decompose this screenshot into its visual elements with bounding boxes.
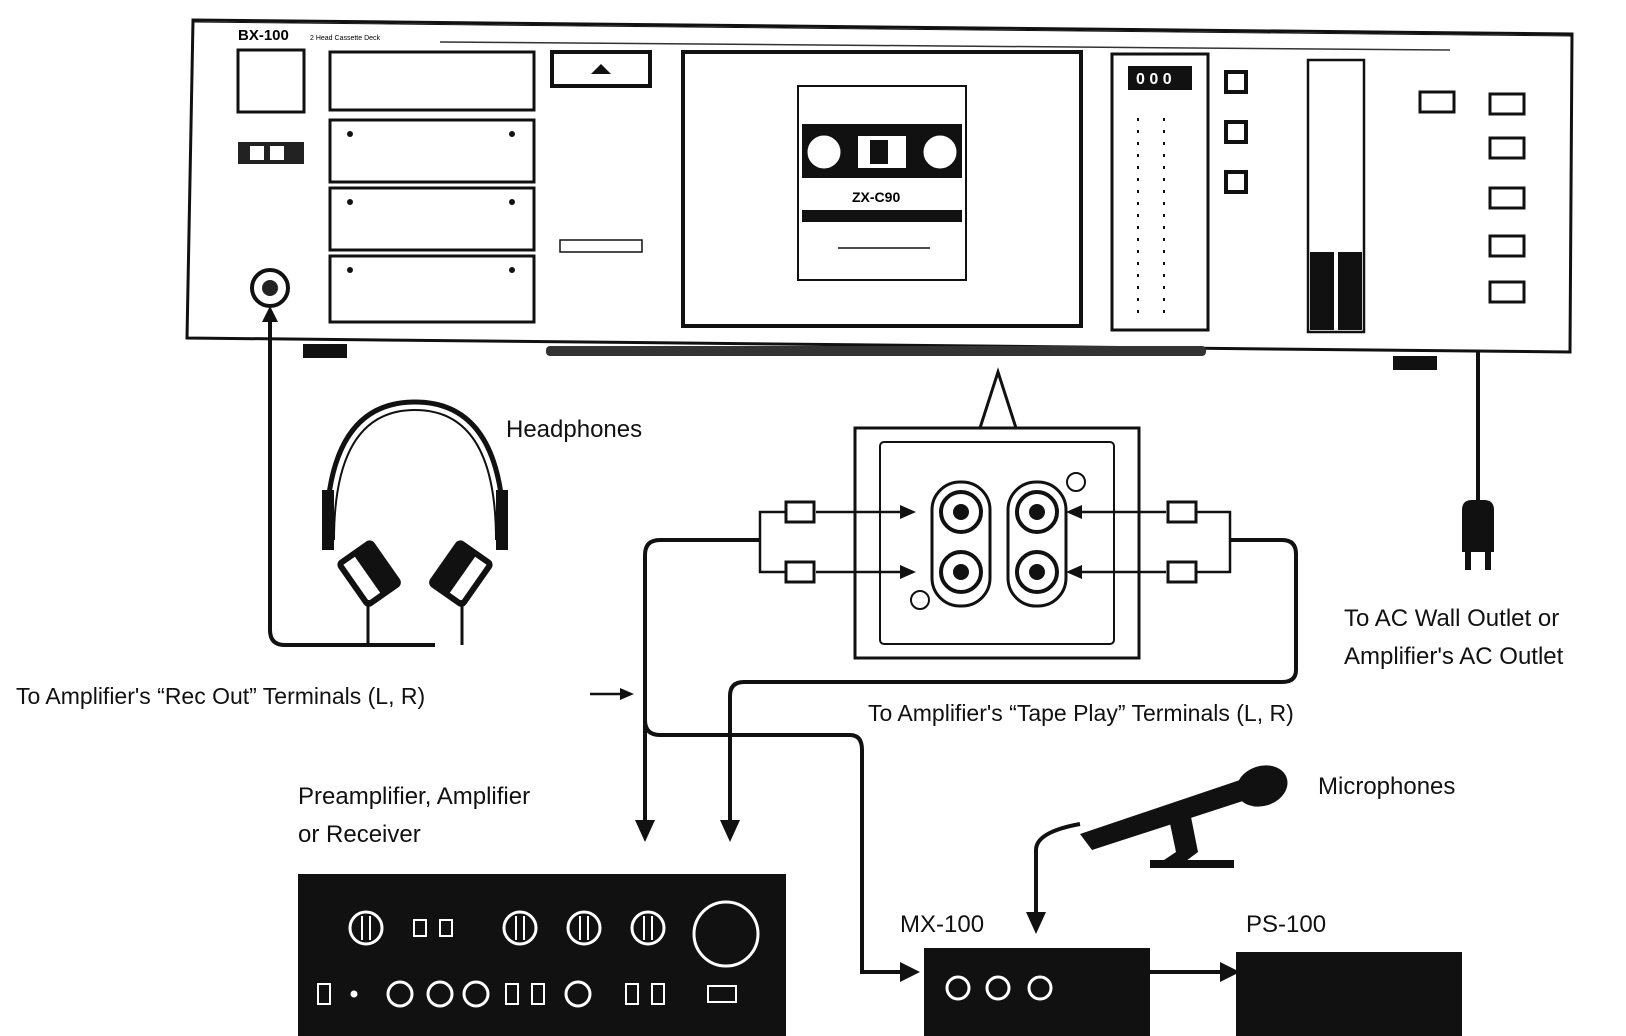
power-supply-unit bbox=[1236, 952, 1462, 1036]
screw-icon bbox=[910, 590, 930, 610]
level-meter-panel bbox=[1110, 52, 1210, 332]
screw-icon bbox=[1066, 472, 1086, 492]
microphones-label: Microphones bbox=[1318, 773, 1456, 800]
tape-selector-button-1[interactable] bbox=[1488, 92, 1526, 116]
level-slider-left[interactable] bbox=[1310, 252, 1334, 330]
transport-button-3[interactable] bbox=[328, 186, 536, 252]
mixer-unit bbox=[924, 948, 1150, 1036]
headphones-icon bbox=[322, 399, 508, 645]
level-slider-right[interactable] bbox=[1338, 252, 1362, 330]
transport-button-4[interactable] bbox=[328, 254, 536, 324]
cassette-label: ZX-C90 bbox=[852, 189, 900, 205]
eject-button[interactable] bbox=[550, 50, 652, 88]
ac-plug-icon bbox=[1462, 500, 1494, 570]
mixer-label: MX-100 bbox=[900, 911, 985, 938]
tape-selector-button-4[interactable] bbox=[1488, 234, 1526, 258]
transport-button-2[interactable] bbox=[328, 118, 536, 184]
ac-outlet-label-2: Amplifier's AC Outlet bbox=[1344, 643, 1564, 670]
tape-selector-button-5[interactable] bbox=[1488, 280, 1526, 304]
cassette-deck: BX-100 2 Head Cassette Deck bbox=[185, 18, 1574, 370]
monitor-button[interactable] bbox=[1224, 170, 1248, 194]
rear-panel-callout bbox=[853, 426, 1141, 660]
power-supply-label: PS-100 bbox=[1246, 911, 1327, 938]
amplifier-unit bbox=[298, 874, 786, 1036]
amplifier-label-2: or Receiver bbox=[298, 821, 421, 848]
cassette-tape: ZX-C90 bbox=[797, 85, 967, 281]
microphone-icon bbox=[1080, 765, 1288, 868]
deck-foot-right bbox=[1393, 356, 1437, 370]
tape-play-label: To Amplifier's “Tape Play” Terminals (L,… bbox=[868, 700, 1294, 726]
cables bbox=[268, 318, 1480, 974]
deck-subtitle: 2 Head Cassette Deck bbox=[310, 35, 381, 42]
headphones-label: Headphones bbox=[506, 416, 643, 443]
power-button[interactable] bbox=[236, 48, 306, 114]
rca-plugs-input bbox=[758, 500, 916, 584]
dolby-button[interactable] bbox=[1418, 90, 1456, 114]
tape-selector-button-3[interactable] bbox=[1488, 186, 1526, 210]
tape-selector-button-2[interactable] bbox=[1488, 136, 1526, 160]
amplifier-label-1: Preamplifier, Amplifier bbox=[298, 783, 531, 810]
brand-logo bbox=[559, 239, 643, 253]
tape-counter bbox=[1128, 66, 1192, 90]
deck-model: BX-100 bbox=[238, 27, 289, 44]
ac-outlet-label-1: To AC Wall Outlet or bbox=[1344, 605, 1560, 632]
deck-base bbox=[546, 346, 1206, 356]
memory-button[interactable] bbox=[1224, 70, 1248, 94]
deck-foot-left bbox=[303, 344, 347, 358]
transport-button-1[interactable] bbox=[328, 50, 536, 112]
reset-button[interactable] bbox=[1224, 120, 1248, 144]
tape-counter-value: 0 0 0 bbox=[1136, 71, 1172, 88]
rec-out-label: To Amplifier's “Rec Out” Terminals (L, R… bbox=[16, 683, 426, 709]
